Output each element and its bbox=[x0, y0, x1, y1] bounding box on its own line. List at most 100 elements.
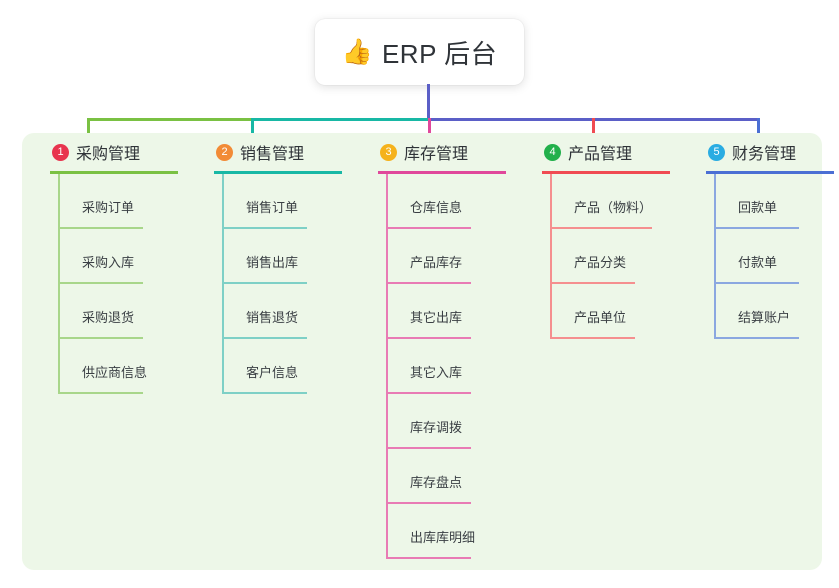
item-label: 销售订单 bbox=[246, 200, 299, 215]
item-underline bbox=[550, 227, 652, 229]
item-spine bbox=[386, 229, 388, 284]
item-label: 产品（物料） bbox=[574, 200, 653, 215]
branch-item[interactable]: 其它入库 bbox=[386, 339, 527, 394]
branch-item-list: 采购订单采购入库采购退货供应商信息 bbox=[58, 174, 199, 394]
item-label: 销售出库 bbox=[246, 255, 299, 270]
branch-header-2[interactable]: 2 销售管理 bbox=[200, 133, 363, 171]
branch-item[interactable]: 仓库信息 bbox=[386, 174, 527, 229]
item-underline bbox=[58, 337, 143, 339]
branch-item[interactable]: 供应商信息 bbox=[58, 339, 199, 394]
branch-item[interactable]: 其它出库 bbox=[386, 284, 527, 339]
item-label: 库存调拨 bbox=[410, 420, 463, 435]
branch-item-list: 产品（物料） 产品分类产品单位 bbox=[550, 174, 691, 339]
item-spine bbox=[550, 174, 552, 229]
branch-item[interactable]: 采购订单 bbox=[58, 174, 199, 229]
branches-panel bbox=[22, 133, 822, 570]
branch-item[interactable]: 回款单 bbox=[714, 174, 839, 229]
item-label: 库存盘点 bbox=[410, 475, 463, 490]
branch-underline bbox=[50, 171, 178, 174]
item-underline bbox=[714, 337, 799, 339]
item-underline bbox=[550, 282, 635, 284]
item-underline bbox=[386, 282, 471, 284]
item-spine bbox=[550, 229, 552, 284]
root-node[interactable]: 👍 ERP 后台 bbox=[315, 19, 524, 85]
branch-item-list: 销售订单销售出库销售退货客户信息 bbox=[222, 174, 363, 394]
branch-underline bbox=[542, 171, 670, 174]
branch-item[interactable]: 销售出库 bbox=[222, 229, 363, 284]
bus-segment-1 bbox=[87, 118, 251, 121]
item-label: 结算账户 bbox=[738, 310, 791, 325]
item-underline bbox=[386, 557, 471, 559]
branch-title: 财务管理 bbox=[732, 146, 797, 163]
item-spine bbox=[386, 504, 388, 559]
item-underline bbox=[222, 337, 307, 339]
branch-item[interactable]: 销售订单 bbox=[222, 174, 363, 229]
thumbs-up-icon: 👍 bbox=[341, 37, 373, 66]
item-spine bbox=[222, 174, 224, 229]
branch-underline bbox=[214, 171, 342, 174]
item-label: 产品库存 bbox=[410, 255, 463, 270]
item-spine bbox=[222, 284, 224, 339]
item-spine bbox=[58, 339, 60, 394]
root-stem-connector bbox=[427, 84, 430, 121]
item-spine bbox=[386, 339, 388, 394]
item-spine bbox=[714, 284, 716, 339]
root-title: ERP 后台 bbox=[381, 38, 498, 69]
bus-segment-2 bbox=[251, 118, 428, 121]
item-label: 采购订单 bbox=[82, 200, 135, 215]
branch-item[interactable]: 库存调拨 bbox=[386, 394, 527, 449]
item-underline bbox=[386, 502, 471, 504]
branch-item[interactable]: 采购退货 bbox=[58, 284, 199, 339]
item-underline bbox=[222, 227, 307, 229]
item-label: 产品分类 bbox=[574, 255, 627, 270]
item-label: 付款单 bbox=[738, 255, 778, 270]
branch-title: 库存管理 bbox=[404, 146, 469, 163]
branch-item[interactable]: 产品（物料） bbox=[550, 174, 691, 229]
branch-title: 采购管理 bbox=[76, 146, 141, 163]
item-underline bbox=[714, 227, 799, 229]
branch-item[interactable]: 结算账户 bbox=[714, 284, 839, 339]
item-label: 其它入库 bbox=[410, 365, 463, 380]
branch-item[interactable]: 产品单位 bbox=[550, 284, 691, 339]
branch-underline bbox=[706, 171, 834, 174]
item-underline bbox=[222, 282, 307, 284]
item-spine bbox=[386, 174, 388, 229]
item-underline bbox=[714, 282, 799, 284]
item-underline bbox=[386, 227, 471, 229]
branch-item-list: 回款单付款单结算账户 bbox=[714, 174, 839, 339]
branch-item[interactable]: 付款单 bbox=[714, 229, 839, 284]
branch-item[interactable]: 客户信息 bbox=[222, 339, 363, 394]
item-label: 出库库明细 bbox=[410, 530, 476, 545]
item-spine bbox=[550, 284, 552, 339]
item-label: 客户信息 bbox=[246, 365, 299, 380]
branch-item[interactable]: 库存盘点 bbox=[386, 449, 527, 504]
item-spine bbox=[386, 449, 388, 504]
item-underline bbox=[386, 392, 471, 394]
item-underline bbox=[58, 282, 143, 284]
item-spine bbox=[58, 174, 60, 229]
item-underline bbox=[58, 227, 143, 229]
branch-number-badge: 2 bbox=[216, 143, 233, 161]
item-spine bbox=[58, 229, 60, 284]
item-underline bbox=[550, 337, 635, 339]
branch-item[interactable]: 销售退货 bbox=[222, 284, 363, 339]
branch-item[interactable]: 出库库明细 bbox=[386, 504, 527, 559]
branch-item[interactable]: 产品库存 bbox=[386, 229, 527, 284]
item-label: 其它出库 bbox=[410, 310, 463, 325]
item-label: 产品单位 bbox=[574, 310, 627, 325]
item-label: 回款单 bbox=[738, 200, 778, 215]
branch-title: 销售管理 bbox=[240, 146, 305, 163]
branch-item[interactable]: 产品分类 bbox=[550, 229, 691, 284]
item-label: 采购入库 bbox=[82, 255, 135, 270]
branch-item[interactable]: 采购入库 bbox=[58, 229, 199, 284]
item-label: 供应商信息 bbox=[82, 365, 148, 380]
